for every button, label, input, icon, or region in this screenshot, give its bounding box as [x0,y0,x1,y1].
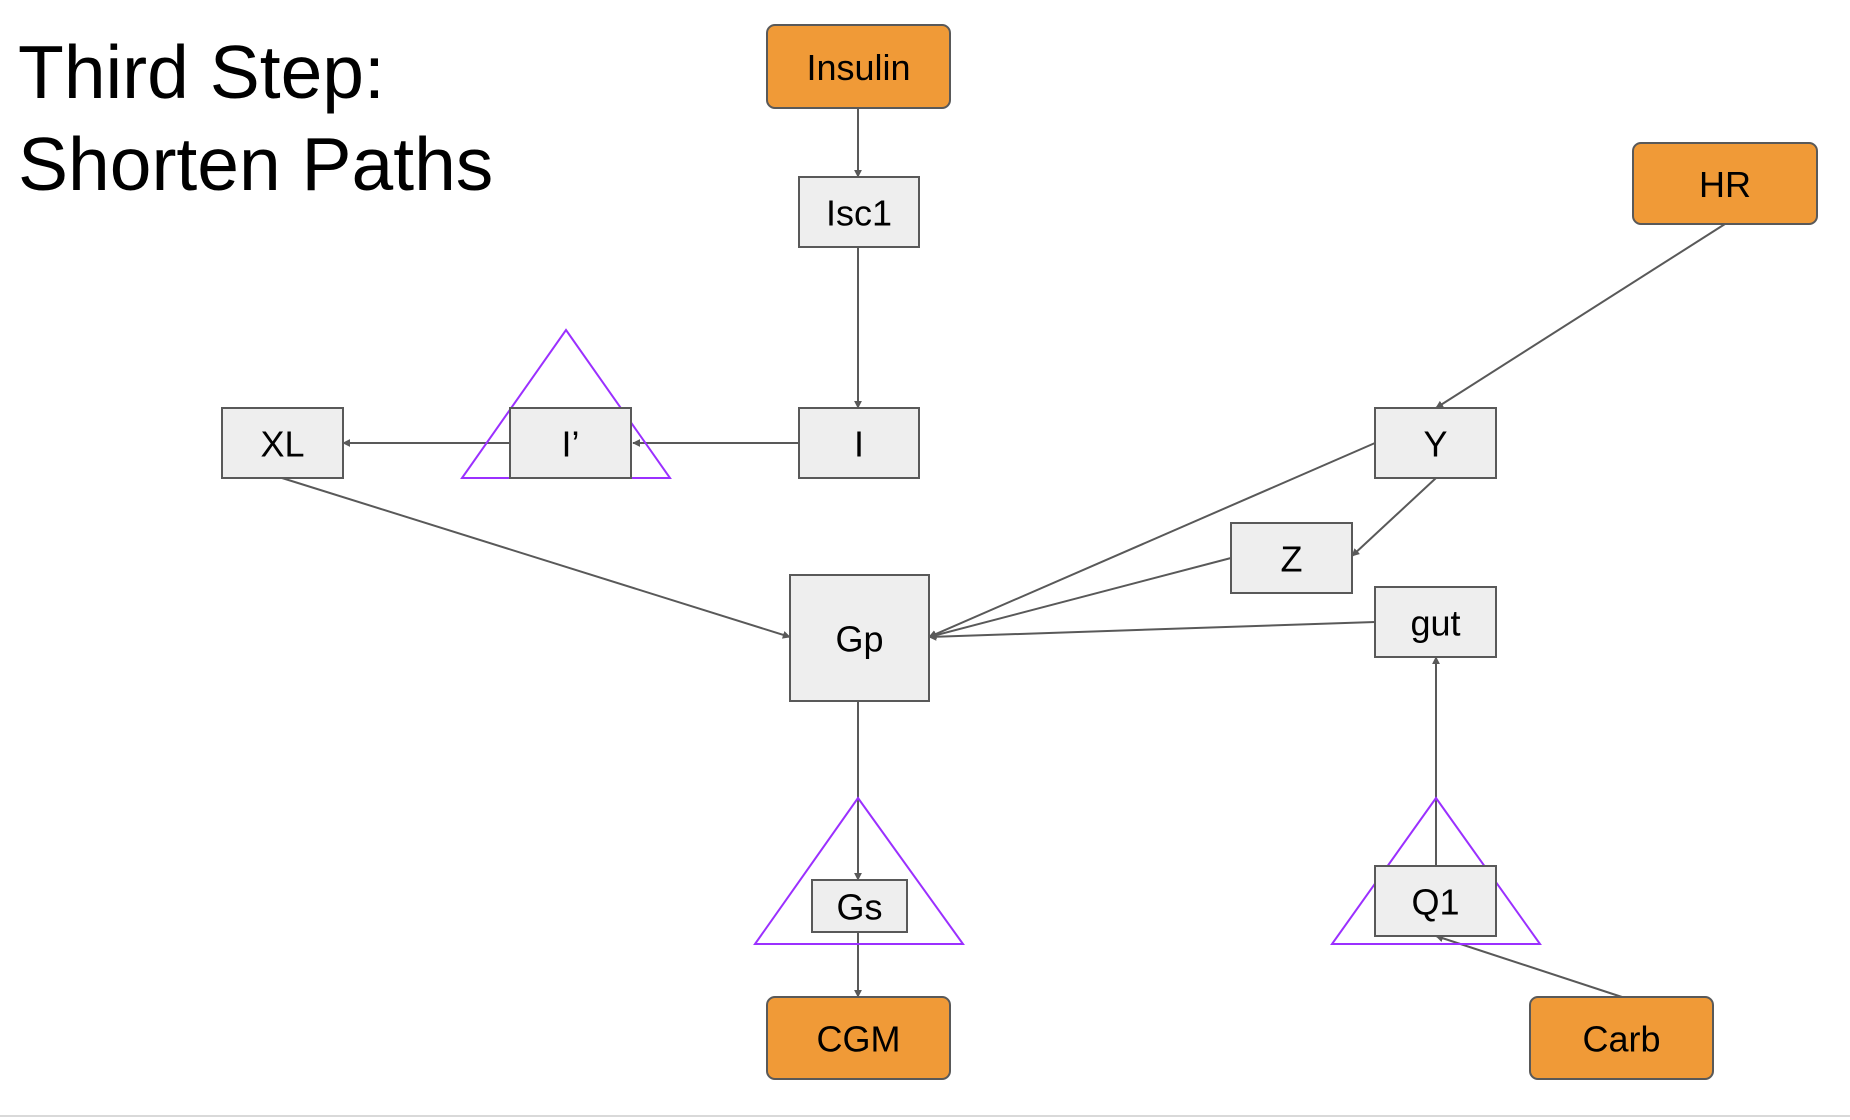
node-label-gut: gut [1410,603,1460,644]
title-line-1: Third Step: [18,30,385,114]
node-label-q1: Q1 [1411,882,1459,923]
node-label-y: Y [1423,424,1447,465]
node-box-i-prime [509,407,632,479]
node-y: Y [1374,407,1497,479]
node-gp: Gp [789,574,930,702]
edge-carb-to-q1 [1435,934,1623,998]
edge-z-to-gp [928,557,1232,640]
node-isc1: Isc1 [798,176,920,248]
node-box-gs [811,879,908,933]
node-xl: XL [221,407,344,479]
node-label-isc1: Isc1 [826,193,892,234]
node-i-prime: I’ [509,407,632,479]
node-label-i-prime: I’ [562,424,580,465]
node-label-gs: Gs [836,887,882,928]
node-box-insulin [766,24,951,109]
edge-hr-to-y [1435,223,1726,409]
node-z: Z [1230,522,1353,594]
node-box-gp [789,574,930,702]
title-line-2: Shorten Paths [18,122,494,206]
node-box-i [798,407,920,479]
node-label-xl: XL [260,424,304,465]
node-box-cgm [766,996,951,1080]
node-box-z [1230,522,1353,594]
node-gut: gut [1374,586,1497,658]
node-i: I [798,407,920,479]
highlight-triangle-gs [753,796,965,945]
node-box-y [1374,407,1497,479]
node-label-i: I [854,424,864,465]
node-box-hr [1632,142,1818,225]
node-gs: Gs [811,879,908,933]
edge-xl-to-gp [281,477,791,639]
edges-layer [281,108,1726,998]
node-label-hr: HR [1699,164,1751,205]
bottom-divider [0,1115,1850,1117]
edge-gut-to-gp [928,621,1376,641]
node-box-gut [1374,586,1497,658]
node-carb: Carb [1529,996,1714,1080]
node-cgm: CGM [766,996,951,1080]
node-box-q1 [1374,865,1497,937]
node-q1: Q1 [1374,865,1497,937]
node-label-cgm: CGM [817,1019,901,1060]
node-label-gp: Gp [835,619,883,660]
node-label-insulin: Insulin [806,47,910,88]
edge-y-to-z [1351,477,1437,557]
node-box-xl [221,407,344,479]
node-label-carb: Carb [1582,1019,1660,1060]
edge-y-to-gp [928,442,1376,638]
node-label-z: Z [1281,539,1303,580]
slide-title: Third Step: Shorten Paths [18,26,493,210]
node-box-carb [1529,996,1714,1080]
node-box-isc1 [798,176,920,248]
node-insulin: Insulin [766,24,951,109]
node-hr: HR [1632,142,1818,225]
